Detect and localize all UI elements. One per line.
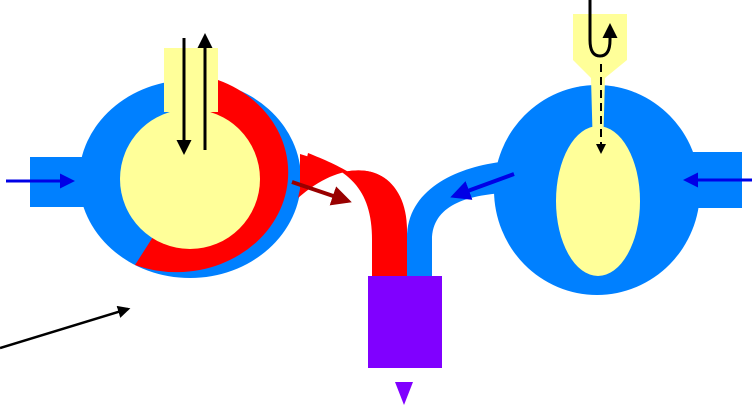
pointer-arrow bbox=[0, 305, 131, 350]
left-airway bbox=[164, 48, 218, 112]
outflow-triangle-icon bbox=[395, 382, 413, 405]
left-unit bbox=[6, 33, 407, 282]
left-outflow-tube-fill bbox=[300, 154, 407, 282]
right-outflow-arrow bbox=[450, 172, 515, 200]
right-unit bbox=[407, 0, 752, 295]
right-reversed-flow-arrow bbox=[588, 0, 618, 58]
right-alveolus bbox=[556, 126, 640, 276]
mixed-outflow-chamber bbox=[368, 276, 442, 368]
left-alveolus bbox=[120, 109, 260, 249]
left-outflow-arrow bbox=[291, 180, 352, 206]
right-outflow-tube bbox=[407, 162, 505, 282]
